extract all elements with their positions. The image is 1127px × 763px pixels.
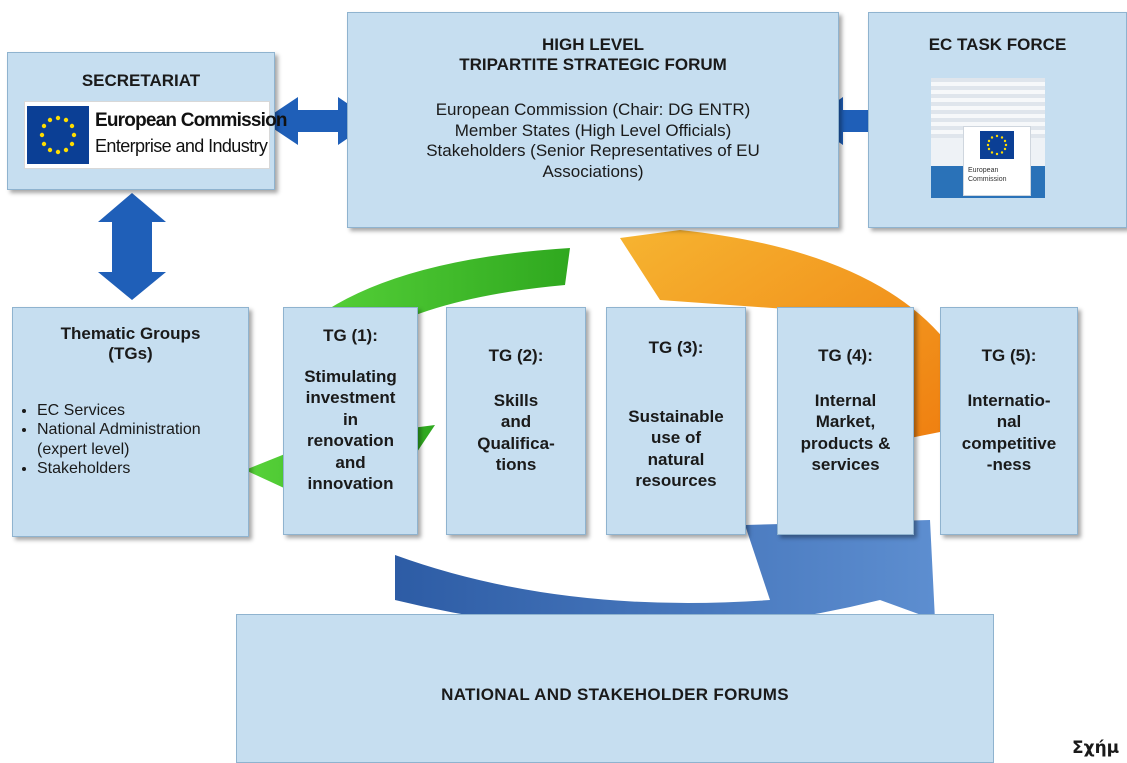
tg4-line: Internal — [814, 391, 877, 410]
strategic-forum-box: HIGH LEVEL TRIPARTITE STRATEGIC FORUM Eu… — [347, 12, 839, 228]
tg2-box: TG (2): Skills and Qualifica- tions — [446, 307, 586, 535]
tg3-box: TG (3): Sustainable use of natural resou… — [606, 307, 746, 535]
double-arrow-secretariat-forum — [262, 97, 373, 145]
thematic-member-stakeholders: Stakeholders — [37, 459, 248, 479]
tg4-line: services — [811, 455, 880, 475]
national-forums-title: NATIONAL AND STAKEHOLDER FORUMS — [441, 685, 789, 704]
tg3-line: Sustainable — [628, 407, 724, 426]
tg2-title: TG (2): — [488, 346, 544, 365]
tg1-line: and — [335, 452, 366, 472]
tg5-title: TG (5): — [981, 346, 1037, 365]
task-force-box: EC TASK FORCE European Commission — [868, 12, 1127, 228]
ec-logo-line1: European Commission — [95, 110, 288, 131]
tg1-line: investment — [305, 388, 396, 408]
thematic-groups-box: Thematic Groups (TGs) EC Services Nation… — [12, 307, 249, 537]
ec-logo-line2: Enterprise and Industry — [95, 136, 268, 156]
forum-title-line2: TRIPARTITE STRATEGIC FORUM — [459, 55, 727, 75]
tg1-line: in — [342, 409, 359, 429]
tg5-line: -ness — [986, 455, 1032, 475]
european-commission-logo: European Commission Enterprise and Indus… — [24, 101, 288, 169]
tg1-line: renovation — [307, 431, 394, 451]
tg2-line: tions — [495, 455, 537, 475]
ec-small-logo-line2: Commission — [968, 176, 1007, 183]
tg2-line: and — [500, 412, 532, 432]
forum-member-states: Member States (High Level Officials) — [454, 120, 732, 140]
secretariat-title: SECRETARIAT — [81, 71, 201, 90]
tg2-line: Qualifica- — [477, 433, 555, 453]
tg4-title: TG (4): — [818, 346, 873, 365]
double-arrow-secretariat-thematic — [98, 193, 166, 300]
thematic-members-list: EC Services National Administration (exp… — [13, 401, 248, 479]
thematic-member-ec-services: EC Services — [37, 401, 248, 421]
national-forums-box: NATIONAL AND STAKEHOLDER FORUMS — [236, 614, 994, 763]
tg2-line: Skills — [493, 391, 539, 410]
forum-member-commission: European Commission (Chair: DG ENTR) — [435, 99, 751, 119]
tg5-line: Internatio- — [967, 391, 1051, 410]
thematic-title-line2: (TGs) — [108, 344, 153, 364]
secretariat-box: SECRETARIAT European Commission Enterpri… — [7, 52, 288, 190]
tg4-line: products & — [800, 433, 891, 453]
tg4-line: Market, — [815, 412, 876, 432]
tg5-line: nal — [996, 412, 1022, 432]
eu-flag-icon — [27, 106, 89, 164]
tg3-line: use of — [650, 428, 702, 448]
figure-caption: Σχήμ — [1072, 738, 1120, 758]
forum-member-stakeholders-cont: Associations) — [542, 161, 644, 181]
task-force-title: EC TASK FORCE — [928, 35, 1067, 54]
ec-building-logo: European Commission — [931, 78, 1045, 198]
tg1-title: TG (1): — [323, 326, 378, 345]
tg4-box: TG (4): Internal Market, products & serv… — [777, 307, 914, 535]
forum-title-line1: HIGH LEVEL — [541, 35, 644, 54]
tg5-line: competitive — [961, 433, 1057, 453]
tg1-box: TG (1): Stimulating investment in renova… — [283, 307, 418, 535]
tg1-line: Stimulating — [304, 367, 397, 386]
eu-flag-small-icon — [980, 131, 1014, 159]
tg3-line: natural — [647, 449, 705, 469]
thematic-title-line1: Thematic Groups — [60, 324, 201, 343]
forum-member-stakeholders: Stakeholders (Senior Representatives of … — [426, 141, 760, 161]
tg1-line: innovation — [307, 474, 394, 494]
tg3-title: TG (3): — [648, 338, 704, 357]
tg5-box: TG (5): Internatio- nal competitive -nes… — [940, 307, 1078, 535]
ec-small-logo-line1: European — [968, 167, 999, 174]
tg3-line: resources — [635, 471, 717, 491]
cycle-arrow-orange — [620, 230, 950, 440]
cycle-arrow-blue — [395, 520, 935, 630]
thematic-member-national-admin: National Administration (expert level) — [37, 420, 248, 459]
